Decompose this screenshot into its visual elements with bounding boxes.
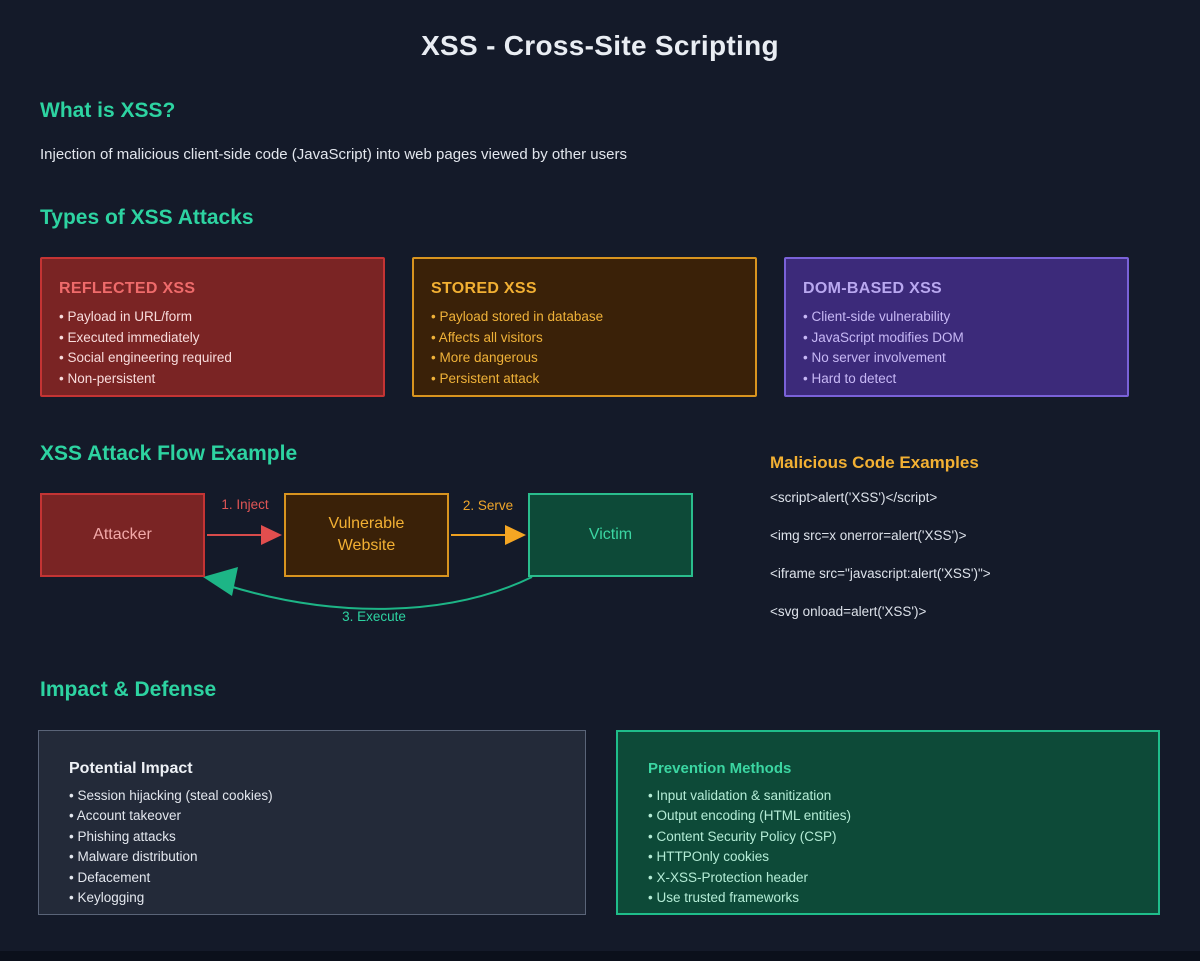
list-item: X-XSS-Protection header: [648, 868, 1128, 888]
prevention-list: Input validation & sanitizationOutput en…: [648, 786, 1128, 908]
list-item: Payload in URL/form: [59, 307, 366, 328]
list-item: JavaScript modifies DOM: [803, 328, 1110, 349]
list-item: Defacement: [69, 868, 555, 888]
list-item: Keylogging: [69, 888, 555, 908]
code-snippet: <img src=x onerror=alert('XSS')>: [770, 528, 967, 543]
list-item: Social engineering required: [59, 348, 366, 369]
list-item: Persistent attack: [431, 369, 738, 390]
panel-title: Prevention Methods: [647, 760, 792, 777]
inject-arrow-label: 1. Inject: [221, 497, 269, 512]
card-title: REFLECTED XSS: [59, 280, 196, 297]
card-title: STORED XSS: [431, 280, 537, 297]
code-snippet: <svg onload=alert('XSS')>: [770, 604, 927, 619]
impact-list: Session hijacking (steal cookies)Account…: [69, 786, 555, 908]
flow-heading: XSS Attack Flow Example: [40, 442, 298, 465]
list-item: Output encoding (HTML entities): [648, 806, 1128, 826]
code-snippet-list: <script>alert('XSS')</script> <img src=x …: [770, 490, 1160, 619]
xss-description: Injection of malicious client-side code …: [40, 146, 627, 163]
xss-infographic: XSS - Cross-Site Scripting What is XSS? …: [0, 0, 1200, 915]
panel-title: Potential Impact: [69, 760, 193, 777]
list-item: Account takeover: [69, 806, 555, 826]
list-item: Malware distribution: [69, 847, 555, 867]
list-item: Session hijacking (steal cookies): [69, 786, 555, 806]
card-reflected-xss: REFLECTED XSS Payload in URL/formExecute…: [40, 257, 385, 397]
list-item: HTTPOnly cookies: [648, 847, 1128, 867]
potential-impact-panel: Potential Impact Session hijacking (stea…: [38, 730, 586, 915]
list-item: Content Security Policy (CSP): [648, 827, 1128, 847]
flow-and-examples: XSS Attack Flow Example Attacker Vulnera…: [40, 442, 1160, 643]
examples-heading: Malicious Code Examples: [770, 453, 979, 472]
what-is-xss-heading: What is XSS?: [40, 99, 176, 122]
attack-flow-section: XSS Attack Flow Example Attacker Vulnera…: [40, 442, 755, 643]
execute-curve-arrow: [203, 567, 533, 610]
card-dom-based-xss: DOM-BASED XSS Client-side vulnerabilityJ…: [784, 257, 1129, 397]
execute-arrow-label: 3. Execute: [342, 609, 406, 624]
type-cards: REFLECTED XSS Payload in URL/formExecute…: [40, 257, 1160, 397]
prevention-methods-panel: Prevention Methods Input validation & sa…: [615, 730, 1160, 915]
code-snippet: <iframe src="javascript:alert('XSS')">: [770, 566, 991, 581]
dom-based-xss-list: Client-side vulnerabilityJavaScript modi…: [803, 307, 1110, 389]
impact-defense-panels: Potential Impact Session hijacking (stea…: [38, 730, 1160, 915]
list-item: Input validation & sanitization: [648, 786, 1128, 806]
list-item: Non-persistent: [59, 369, 366, 390]
code-snippet: <script>alert('XSS')</script>: [770, 490, 938, 505]
list-item: Hard to detect: [803, 369, 1110, 390]
inject-arrow-head-icon: [261, 525, 282, 545]
card-title: DOM-BASED XSS: [803, 280, 943, 297]
list-item: Client-side vulnerability: [803, 307, 1110, 328]
attack-flow-diagram: Attacker Vulnerable Website Victim 1. In…: [40, 493, 755, 643]
serve-arrow-label: 2. Serve: [462, 498, 514, 513]
card-stored-xss: STORED XSS Payload stored in databaseAff…: [412, 257, 757, 397]
list-item: Use trusted frameworks: [648, 888, 1128, 908]
impact-defense-heading: Impact & Defense: [40, 678, 217, 701]
flow-node-vulnerable-website: Vulnerable Website: [284, 493, 449, 577]
list-item: No server involvement: [803, 348, 1110, 369]
bottom-edge-strip: [0, 951, 1200, 961]
list-item: Payload stored in database: [431, 307, 738, 328]
list-item: Affects all visitors: [431, 328, 738, 349]
list-item: More dangerous: [431, 348, 738, 369]
serve-arrow-line: [451, 534, 505, 536]
list-item: Phishing attacks: [69, 827, 555, 847]
list-item: Executed immediately: [59, 328, 366, 349]
inject-arrow-line: [207, 534, 261, 536]
reflected-xss-list: Payload in URL/formExecuted immediatelyS…: [59, 307, 366, 389]
page-title: XSS - Cross-Site Scripting: [421, 30, 779, 61]
types-heading: Types of XSS Attacks: [40, 206, 254, 229]
malicious-code-section: Malicious Code Examples <script>alert('X…: [755, 442, 1160, 643]
flow-node-victim: Victim: [528, 493, 693, 577]
serve-arrow-head-icon: [505, 525, 526, 545]
flow-node-attacker: Attacker: [40, 493, 205, 577]
stored-xss-list: Payload stored in databaseAffects all vi…: [431, 307, 738, 389]
